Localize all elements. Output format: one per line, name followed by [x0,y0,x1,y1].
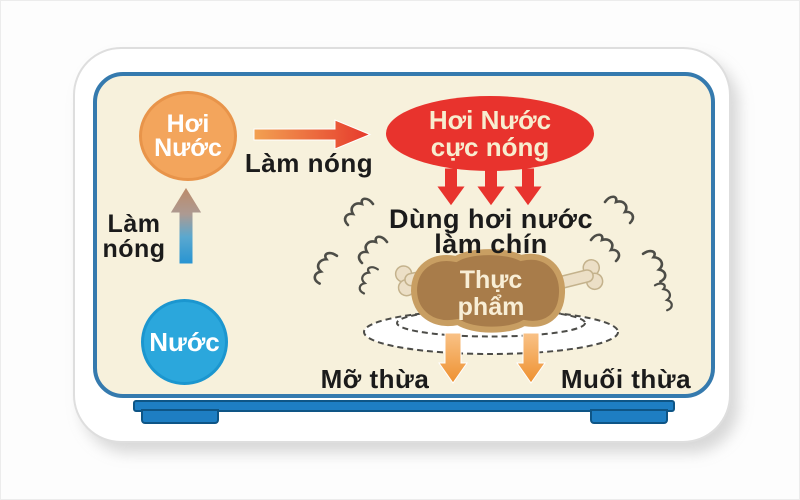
oven-foot-left [141,409,219,424]
food-label-line2: phẩm [457,293,525,321]
excess-salt-label: Muối thừa [560,364,692,394]
heating-up-label-line1: Làm [107,210,161,238]
cooking-caption-line1: Dùng hơi nước [389,204,593,234]
steam-node: Hơi Nước [139,91,237,181]
food-label-line1: Thực [459,266,523,294]
cooking-caption: Dùng hơi nước làm chín [376,204,606,259]
food-node-label: Thực phẩm [438,267,544,321]
heating-arrow-label: Làm nóng [244,148,374,178]
water-node-label: Nước [149,326,220,357]
hot-steam-node: Hơi Nước cực nóng [386,96,594,171]
cooking-caption-line2: làm chín [434,229,548,259]
oven-foot-right [590,409,668,424]
hot-steam-label-line1: Hơi Nước [428,104,552,135]
hot-steam-label-line2: cực nóng [430,131,550,162]
excess-fat-label: Mỡ thừa [320,364,430,394]
heating-up-label: Làm nóng [95,212,173,262]
water-node: Nước [141,299,228,385]
steam-node-label-line2: Nước [154,134,222,162]
steam-node-label-line1: Hơi [166,110,210,138]
oven-base-bar [133,400,675,412]
heating-up-label-line2: nóng [102,235,166,263]
